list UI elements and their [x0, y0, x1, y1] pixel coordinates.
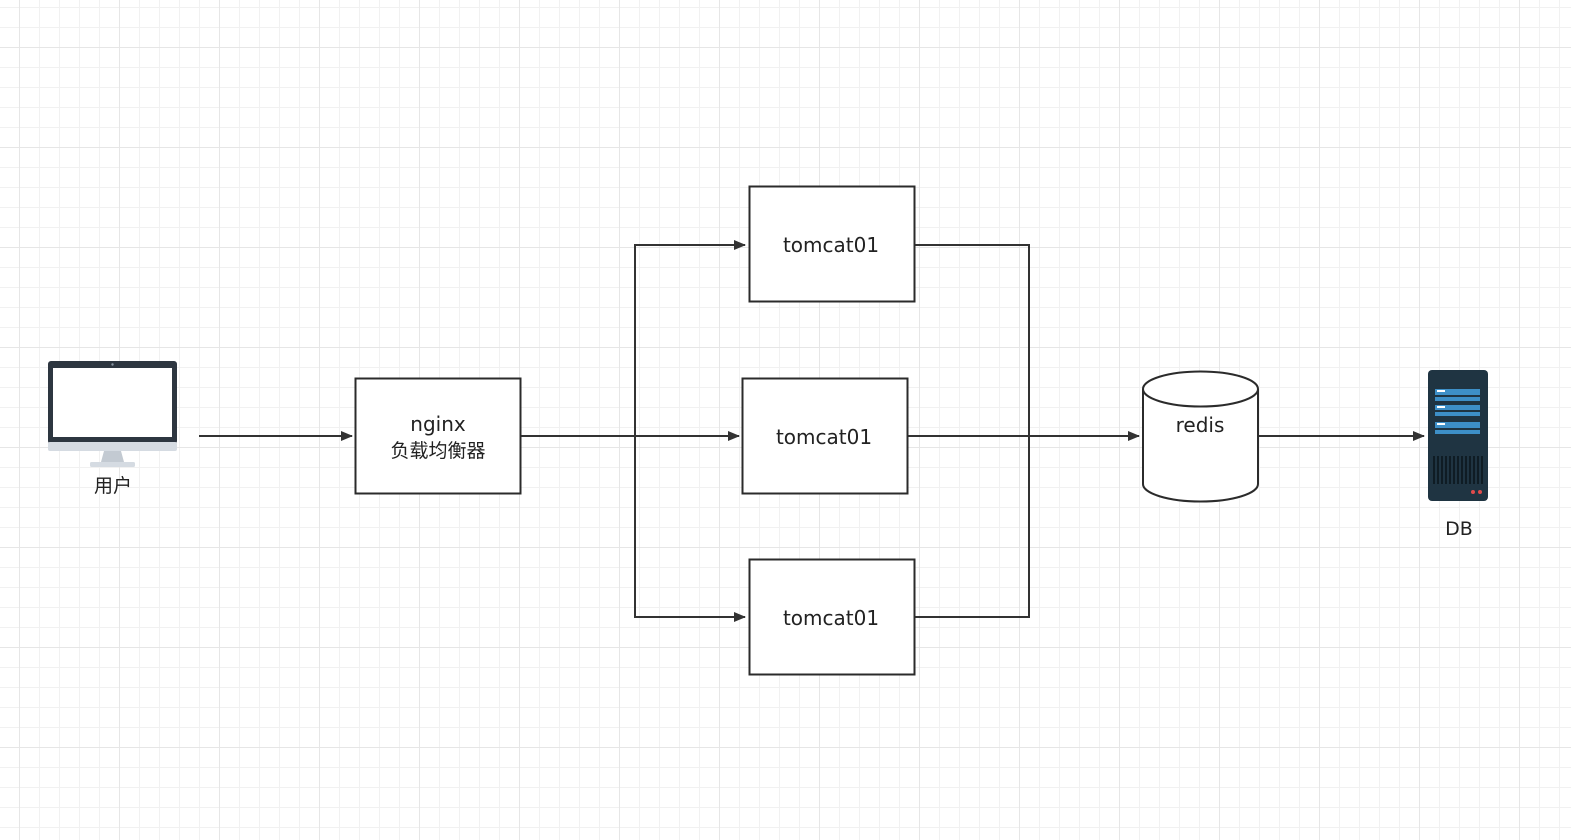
redis-cylinder-body [1142, 389, 1259, 503]
redis-cylinder-top [1142, 370, 1259, 408]
edges [199, 240, 1425, 622]
node-tomcat-top[interactable]: tomcat01 [748, 185, 916, 303]
server-icon [1428, 370, 1488, 501]
user-label: 用户 [94, 475, 132, 497]
nginx-label-line1: nginx [410, 412, 466, 436]
tomcat-top-box [748, 185, 916, 303]
tomcat-middle-box [741, 377, 909, 495]
tomcat-bottom-box [748, 558, 916, 676]
node-tomcat-middle[interactable]: tomcat01 [741, 377, 909, 495]
node-redis[interactable]: redis [1142, 370, 1259, 503]
nginx-box [354, 377, 522, 495]
tomcat-middle-label: tomcat01 [776, 425, 872, 449]
edge-tomcat-top-to-redis[interactable] [915, 244, 1030, 436]
node-user[interactable]: 用户 [48, 361, 177, 497]
edge-nginx-to-tomcat-top[interactable] [521, 240, 746, 437]
node-nginx[interactable]: nginx 负载均衡器 [354, 377, 522, 495]
edge-tomcat-bottom-to-redis[interactable] [915, 436, 1030, 618]
db-label: DB [1445, 518, 1473, 540]
edge-nginx-to-tomcat-bottom[interactable] [634, 436, 746, 622]
tomcat-top-label: tomcat01 [783, 233, 879, 257]
redis-label: redis [1176, 413, 1225, 437]
nginx-label-line2: 负载均衡器 [390, 440, 485, 462]
node-db[interactable]: DB [1428, 370, 1488, 540]
tomcat-bottom-label: tomcat01 [783, 606, 879, 630]
monitor-icon [48, 361, 177, 467]
node-tomcat-bottom[interactable]: tomcat01 [748, 558, 916, 676]
